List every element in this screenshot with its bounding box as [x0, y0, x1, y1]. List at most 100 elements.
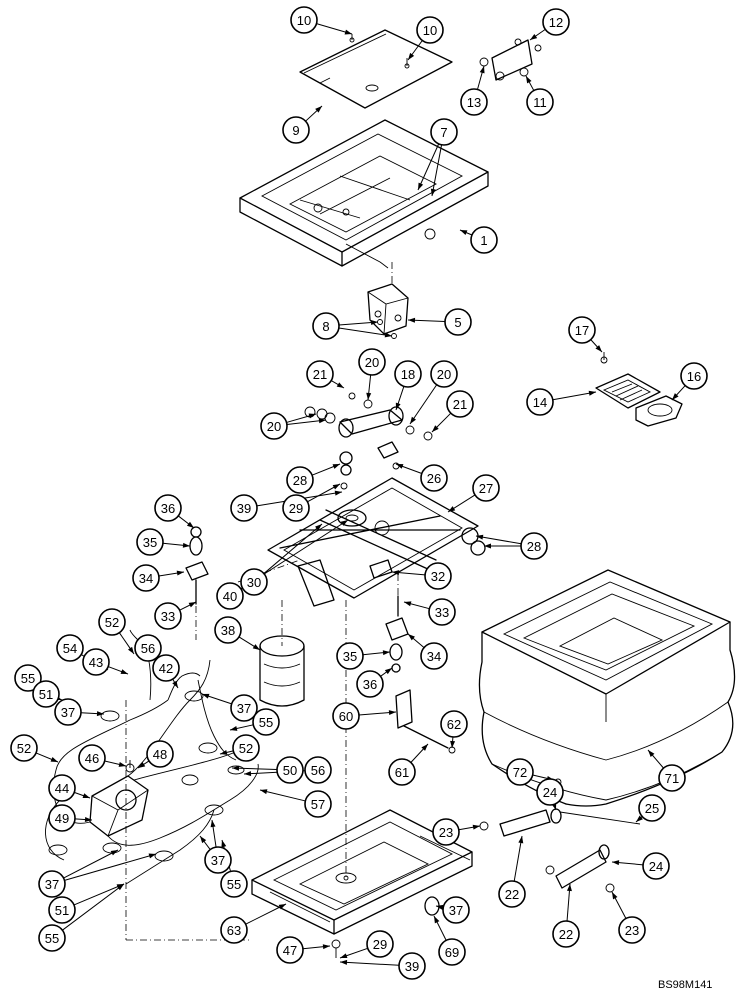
callout-circle: [204, 846, 232, 874]
leader-arrowhead-52: [220, 749, 228, 755]
callout-63: 63: [220, 916, 248, 944]
callout-circle: [618, 916, 646, 944]
callout-circle: [444, 308, 472, 336]
callout-circle: [306, 360, 334, 388]
leader-arrowhead-36: [186, 521, 194, 528]
callout-label: 29: [373, 937, 387, 952]
callout-circle: [38, 870, 66, 898]
callout-label: 23: [439, 825, 453, 840]
callout-label: 33: [435, 605, 449, 620]
leader-arrowhead-61: [421, 744, 428, 751]
leader-arrowhead-37: [96, 711, 104, 717]
callout-label: 55: [21, 671, 35, 686]
callout-24: 24: [642, 852, 670, 880]
leader-arrowhead-26: [396, 464, 404, 469]
callout-circle: [10, 734, 38, 762]
mounting-bracket-part: [367, 262, 409, 339]
leader-lines: [35, 23, 686, 966]
callout-label: 49: [55, 811, 69, 826]
cover-plate-part: [299, 29, 453, 109]
callout-circle: [388, 758, 416, 786]
callout-22: 22: [498, 880, 526, 908]
callout-28: 28: [520, 532, 548, 560]
upper-seat-frame-part: [239, 119, 489, 269]
callout-circle: [658, 764, 686, 792]
leader-line-51: [73, 883, 125, 906]
leader-arrowhead-55: [221, 840, 227, 848]
callout-26: 26: [420, 464, 448, 492]
leader-line-14: [552, 391, 597, 401]
leader-arrowhead-34: [408, 634, 415, 641]
callout-label: 35: [143, 535, 157, 550]
callout-54: 54: [56, 634, 84, 662]
callout-circle: [336, 642, 364, 670]
callout-circle: [506, 758, 534, 786]
leader-arrowhead-60: [388, 710, 396, 716]
callout-label: 60: [339, 709, 353, 724]
callout-37: 37: [38, 870, 66, 898]
leader-arrowhead-47: [322, 944, 330, 950]
callout-circle: [424, 562, 452, 590]
leader-arrowhead-38: [252, 644, 260, 650]
callout-circle: [230, 494, 258, 522]
leader-arrowhead-10: [408, 52, 415, 60]
callout-circle: [394, 360, 422, 388]
callout-circle: [132, 564, 160, 592]
callout-38: 38: [214, 616, 242, 644]
control-module-part: [595, 352, 683, 427]
leader-arrowhead-21: [336, 382, 344, 388]
leader-line-7: [431, 144, 443, 197]
callout-20: 20: [358, 348, 386, 376]
callout-circle: [416, 16, 444, 44]
callout-47: 47: [276, 936, 304, 964]
leader-arrowhead-71: [648, 750, 655, 757]
callout-label: 16: [687, 369, 701, 384]
callout-36: 36: [356, 670, 384, 698]
callout-label: 48: [153, 747, 167, 762]
callout-circle: [428, 598, 456, 626]
callout-34: 34: [420, 642, 448, 670]
callout-50: 50: [276, 756, 304, 784]
callout-57: 57: [304, 790, 332, 818]
seat-cushion-part: [478, 569, 736, 807]
leader-arrowhead-23: [472, 824, 480, 830]
callout-label: 7: [440, 125, 447, 140]
callout-label: 25: [645, 801, 659, 816]
leader-arrowhead-37: [148, 853, 156, 859]
callout-label: 56: [311, 763, 325, 778]
callout-18: 18: [394, 360, 422, 388]
leader-arrowhead-40: [340, 520, 348, 526]
callout-circle: [230, 694, 258, 722]
leader-arrowhead-28: [484, 543, 491, 549]
callout-circle: [440, 710, 468, 738]
leader-arrowhead-37: [210, 820, 216, 828]
callout-label: 30: [247, 575, 261, 590]
leader-arrowhead-32: [392, 570, 400, 576]
callout-label: 20: [365, 355, 379, 370]
callout-label: 61: [395, 765, 409, 780]
callout-label: 69: [445, 945, 459, 960]
callout-circle: [38, 924, 66, 952]
callout-36: 36: [154, 494, 182, 522]
leader-arrowhead-35: [382, 650, 390, 656]
callout-circle: [358, 348, 386, 376]
callout-circle: [14, 664, 42, 692]
callout-circle: [56, 634, 84, 662]
callout-label: 37: [449, 903, 463, 918]
callout-circle: [240, 568, 268, 596]
scissor-linkage-part: [267, 451, 486, 607]
adjuster-rails-part: [479, 808, 641, 893]
small-bracket-part: [479, 38, 542, 81]
callout-circle: [536, 778, 564, 806]
leader-arrowhead-52: [50, 757, 58, 762]
leader-line-57: [259, 789, 306, 802]
callout-circle: [232, 734, 260, 762]
callout-circle: [78, 744, 106, 772]
callout-label: 21: [453, 397, 467, 412]
leader-line-20: [409, 384, 438, 425]
leader-arrowhead-11: [526, 76, 532, 84]
callout-9: 9: [282, 116, 310, 144]
callout-label: 22: [505, 887, 519, 902]
leader-arrowhead-42: [172, 680, 178, 688]
